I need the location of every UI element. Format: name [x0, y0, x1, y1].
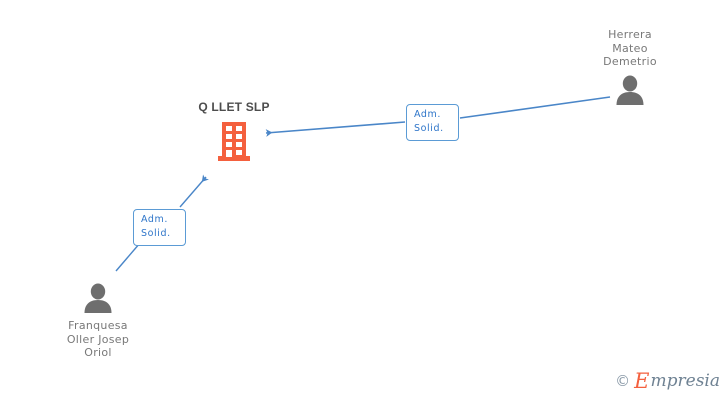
brand-initial: E — [634, 369, 650, 393]
edge-franquesa-to-label — [115, 242, 141, 272]
relation-label-franquesa[interactable]: Adm. Solid. — [133, 209, 186, 246]
person-icon — [84, 283, 112, 313]
person-icon — [616, 75, 644, 105]
brand-name: mpresia — [650, 371, 721, 391]
edge-label-to-company-right — [265, 121, 406, 137]
company-name-label: Q LLET SLP — [198, 100, 270, 114]
person-name-label: Franquesa Oller Josep Oriol — [66, 319, 130, 359]
edge-herrera-to-label — [459, 96, 611, 119]
relation-label-herrera[interactable]: Adm. Solid. — [406, 104, 459, 141]
person-node-herrera[interactable]: Herrera Mateo Demetrio — [570, 28, 690, 105]
copyright-icon: © — [615, 372, 631, 390]
building-icon — [218, 122, 250, 161]
person-node-franquesa[interactable]: Franquesa Oller Josep Oriol — [38, 283, 158, 360]
edge-label-to-company-left — [179, 174, 209, 208]
watermark: © E mpresia — [615, 371, 720, 392]
company-node[interactable]: Q LLET SLP — [182, 100, 286, 162]
person-name-label: Herrera Mateo Demetrio — [603, 28, 657, 68]
